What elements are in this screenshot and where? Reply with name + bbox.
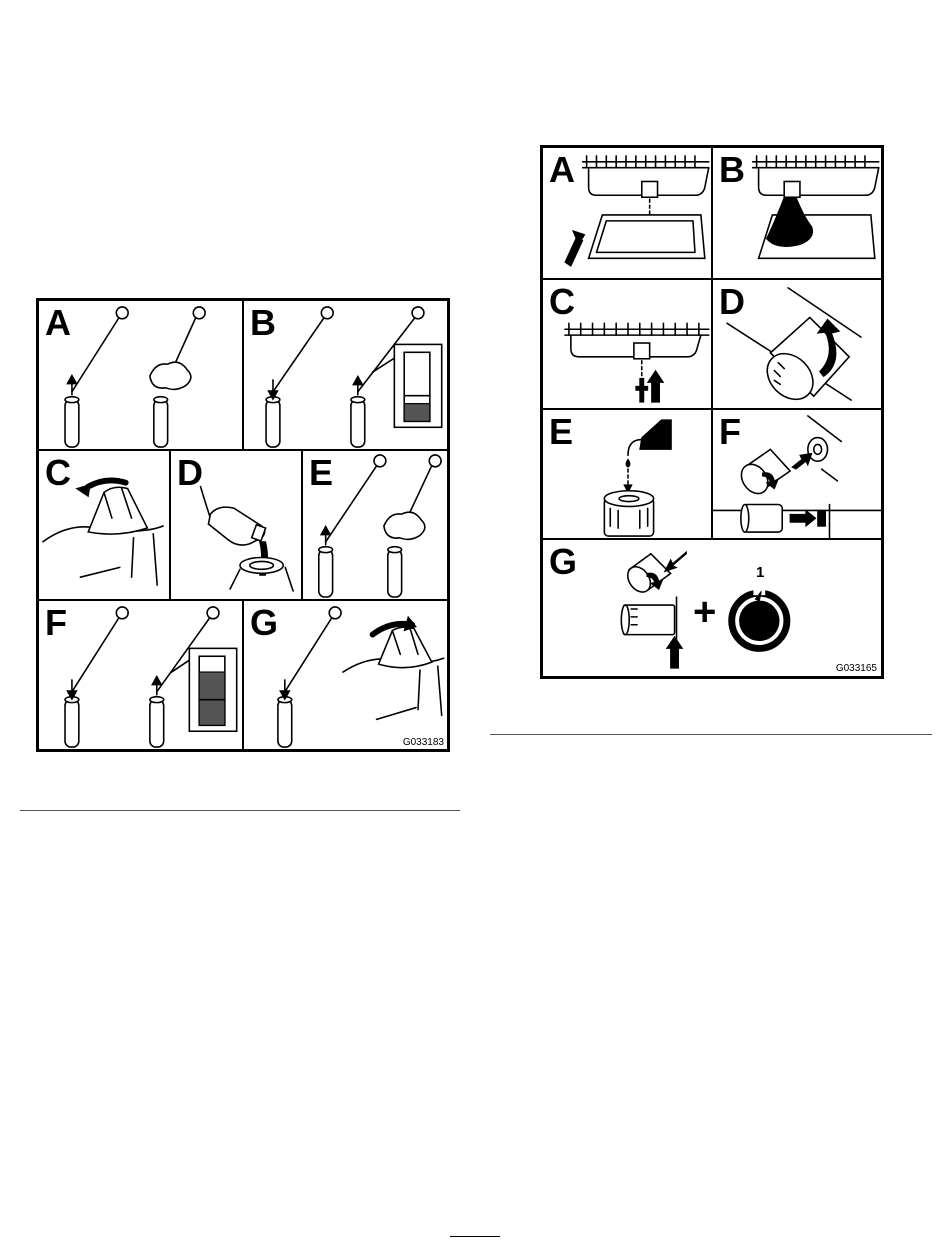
panel-left-d: D: [170, 450, 302, 600]
panel-left-g: G: [243, 600, 448, 750]
plus-sign: +: [693, 592, 716, 632]
panel-letter: D: [177, 453, 203, 493]
oil-level-gauge-icon: [39, 601, 242, 749]
panel-letter: E: [549, 412, 573, 452]
figure-oil-change: A B C: [540, 145, 884, 679]
figure-code: G033183: [403, 737, 444, 748]
panel-right-d: D: [712, 279, 882, 409]
panel-letter: C: [45, 453, 71, 493]
oil-can-icon: [640, 420, 672, 450]
page-number-line: [450, 1236, 500, 1237]
panel-letter: G: [549, 542, 577, 582]
panel-left-b: B: [243, 300, 448, 450]
panel-left-e: E: [302, 450, 448, 600]
panel-right-b: B: [712, 147, 882, 279]
power-button-icon: [732, 581, 787, 648]
panel-right-e: E: [542, 409, 712, 539]
section-divider-left: [20, 810, 460, 811]
rag-icon: [150, 362, 191, 389]
panel-letter: B: [719, 150, 745, 190]
panel-letter: E: [309, 453, 333, 493]
panel-letter: B: [250, 303, 276, 343]
panel-left-c: C: [38, 450, 170, 600]
figure-dipstick-oil-check: A B: [36, 298, 450, 752]
panel-right-f: F: [712, 409, 882, 539]
panel-left-a: A: [38, 300, 243, 450]
panel-letter: F: [719, 412, 741, 452]
panel-letter: G: [250, 603, 278, 643]
panel-left-f: F: [38, 600, 243, 750]
figure-code: G033165: [836, 663, 877, 674]
power-position-number: 1: [756, 564, 764, 581]
panel-letter: A: [45, 303, 71, 343]
panel-right-c: C: [542, 279, 712, 409]
panel-letter: A: [549, 150, 575, 190]
section-divider-right: [490, 734, 932, 735]
panel-letter: D: [719, 282, 745, 322]
panel-right-g: G 1 + G033165: [542, 539, 882, 677]
panel-letter: F: [45, 603, 67, 643]
panel-letter: C: [549, 282, 575, 322]
rag-icon: [384, 512, 425, 539]
panel-right-a: A: [542, 147, 712, 279]
